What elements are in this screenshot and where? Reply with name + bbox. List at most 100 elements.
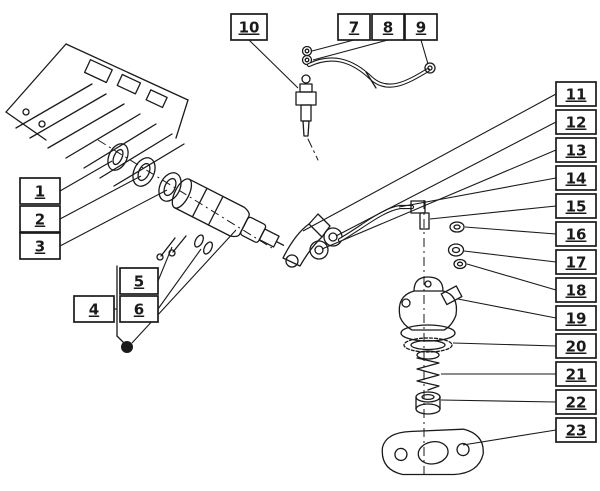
callout-box-14 bbox=[555, 165, 597, 191]
injector-axis-centerline bbox=[97, 139, 273, 249]
callout-leader-5 bbox=[157, 246, 173, 282]
gasket-plate bbox=[381, 428, 484, 476]
engine-block-sketch bbox=[5, 43, 189, 187]
callout-14: 14 bbox=[398, 165, 597, 208]
callout-box-11 bbox=[555, 81, 597, 107]
callout-number-7: 7 bbox=[349, 19, 359, 37]
callout-12: 12 bbox=[335, 109, 597, 237]
callout-number-9: 9 bbox=[416, 19, 426, 37]
delivery-pipe bbox=[337, 200, 426, 243]
washer-part-3 bbox=[158, 172, 182, 202]
washer-16 bbox=[449, 221, 465, 233]
callout-number-18: 18 bbox=[566, 282, 587, 300]
callout-leader-18 bbox=[466, 263, 557, 291]
callout-box-12 bbox=[555, 109, 597, 135]
callout-number-6: 6 bbox=[134, 301, 144, 319]
callout-leader-8 bbox=[312, 39, 389, 61]
callout-leader-9 bbox=[420, 39, 429, 65]
callout-number-4: 4 bbox=[89, 301, 99, 319]
callout-number-11: 11 bbox=[566, 86, 587, 104]
part-4-pointer bbox=[131, 229, 237, 344]
callout-box-4 bbox=[73, 295, 115, 323]
callout-leader-12 bbox=[335, 121, 557, 237]
callout-1: 1 bbox=[19, 160, 113, 205]
callout-box-1 bbox=[19, 177, 61, 205]
callout-box-2 bbox=[19, 205, 61, 233]
pump-body bbox=[398, 276, 463, 342]
callout-22: 22 bbox=[440, 389, 597, 415]
callout-leader-1 bbox=[59, 160, 113, 192]
callout-box-8 bbox=[371, 13, 405, 41]
callout-number-21: 21 bbox=[566, 366, 587, 384]
callout-3: 3 bbox=[19, 189, 168, 260]
callout-box-21 bbox=[555, 361, 597, 387]
callout-box-23 bbox=[555, 417, 597, 443]
callout-leader-23 bbox=[462, 429, 557, 446]
callout-leader-16 bbox=[464, 226, 557, 235]
callout-number-22: 22 bbox=[566, 394, 587, 412]
callout-9: 9 bbox=[404, 13, 438, 65]
callout-4: 4 bbox=[73, 295, 117, 323]
callout-box-13 bbox=[555, 137, 597, 163]
control-fork bbox=[282, 213, 343, 268]
callout-15: 15 bbox=[429, 193, 597, 220]
callout-leader-10 bbox=[248, 39, 299, 89]
screws-and-washers bbox=[156, 234, 213, 261]
spring bbox=[416, 350, 440, 391]
callout-16: 16 bbox=[464, 221, 597, 247]
callout-leader-19 bbox=[457, 298, 557, 319]
callout-11: 11 bbox=[302, 81, 597, 232]
washer-part-2 bbox=[132, 157, 156, 187]
callout-box-17 bbox=[555, 249, 597, 275]
callout-5: 5 bbox=[119, 246, 173, 295]
callout-number-23: 23 bbox=[566, 422, 587, 440]
callout-leader-6 bbox=[157, 248, 202, 310]
callout-10: 10 bbox=[230, 13, 299, 89]
callout-number-3: 3 bbox=[35, 238, 45, 256]
callout-box-10 bbox=[230, 13, 268, 41]
callout-number-17: 17 bbox=[566, 254, 587, 272]
callout-2: 2 bbox=[19, 175, 142, 233]
callout-leader-11 bbox=[302, 93, 557, 232]
callout-leader-17 bbox=[463, 250, 557, 263]
callout-box-5 bbox=[119, 267, 159, 295]
callout-19: 19 bbox=[457, 298, 597, 331]
part-4-dot bbox=[121, 341, 133, 353]
callout-box-16 bbox=[555, 221, 597, 247]
callout-box-15 bbox=[555, 193, 597, 219]
callout-box-22 bbox=[555, 389, 597, 415]
clamp-ring bbox=[403, 337, 453, 353]
callout-number-20: 20 bbox=[566, 338, 587, 356]
callout-20: 20 bbox=[452, 333, 597, 359]
callout-box-6 bbox=[119, 295, 159, 323]
callout-box-3 bbox=[19, 232, 61, 260]
callout-box-19 bbox=[555, 305, 597, 331]
callout-8: 8 bbox=[312, 13, 405, 61]
callout-23: 23 bbox=[462, 417, 597, 446]
callout-number-13: 13 bbox=[566, 142, 587, 160]
injector-body bbox=[171, 178, 285, 248]
callout-box-7 bbox=[337, 13, 371, 41]
callout-number-19: 19 bbox=[566, 310, 587, 328]
washer-18 bbox=[453, 258, 467, 270]
callout-number-8: 8 bbox=[383, 19, 393, 37]
callout-leader-2 bbox=[59, 175, 142, 220]
callout-number-5: 5 bbox=[134, 273, 144, 291]
callout-number-10: 10 bbox=[239, 19, 260, 37]
callout-number-1: 1 bbox=[35, 183, 45, 201]
stud-bolt bbox=[419, 212, 430, 230]
callout-18: 18 bbox=[466, 263, 597, 303]
callout-leader-20 bbox=[452, 342, 557, 347]
callout-leader-14 bbox=[398, 177, 557, 208]
callout-6: 6 bbox=[119, 248, 202, 323]
glow-plug bbox=[295, 74, 319, 161]
callout-7: 7 bbox=[311, 13, 371, 52]
callout-box-9 bbox=[404, 13, 438, 41]
callout-17: 17 bbox=[463, 249, 597, 275]
callout-number-15: 15 bbox=[566, 198, 587, 216]
seal-rings bbox=[415, 391, 441, 415]
callout-leader-15 bbox=[429, 205, 557, 220]
